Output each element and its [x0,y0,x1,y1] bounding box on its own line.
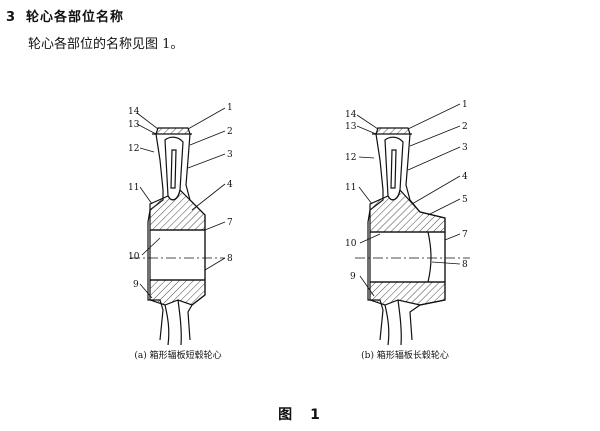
callout-12: 12 [128,144,139,154]
callout-4: 4 [462,172,468,182]
callout-8: 8 [462,260,468,270]
callout-3: 3 [462,143,468,153]
section-title: 轮心各部位名称 [26,10,125,25]
callout-8: 8 [227,254,233,264]
caption-a: (a) 箱形辐板短毂轮心 [134,349,221,361]
callout-14: 14 [128,107,140,117]
callout-11: 11 [345,183,356,193]
callout-14: 14 [345,110,357,120]
callout-11: 11 [128,183,139,193]
intro-paragraph: 轮心各部位的名称见图 1。 [28,37,184,52]
callout-1: 1 [227,103,233,113]
callout-7: 7 [227,218,233,228]
section-heading: 3 轮心各部位名称 [6,6,124,25]
callout-9: 9 [350,272,356,282]
callout-1: 1 [462,100,468,110]
callout-9: 9 [133,280,139,290]
callouts-right: 14 13 12 11 10 9 1 2 3 4 5 7 8 [345,100,468,282]
callout-10: 10 [128,252,140,262]
drawing-long-hub [355,127,470,346]
callouts-left: 14 13 12 11 10 9 1 2 3 4 7 8 [128,103,233,290]
callout-3: 3 [227,150,233,160]
figure-label: 图 1 [278,407,322,423]
caption-b: (b) 箱形辐板长毂轮心 [361,349,449,361]
callout-4: 4 [227,180,233,190]
callout-13: 13 [345,122,357,132]
callout-13: 13 [128,120,140,130]
callout-7: 7 [462,230,468,240]
callout-10: 10 [345,239,357,249]
callout-12: 12 [345,153,356,163]
callout-2: 2 [462,122,468,132]
section-number: 3 [6,10,17,25]
callout-2: 2 [227,127,233,137]
leaders-right [356,103,461,297]
callout-5: 5 [462,195,468,205]
leaders-left [136,107,226,299]
drawing-short-hub [130,127,225,346]
